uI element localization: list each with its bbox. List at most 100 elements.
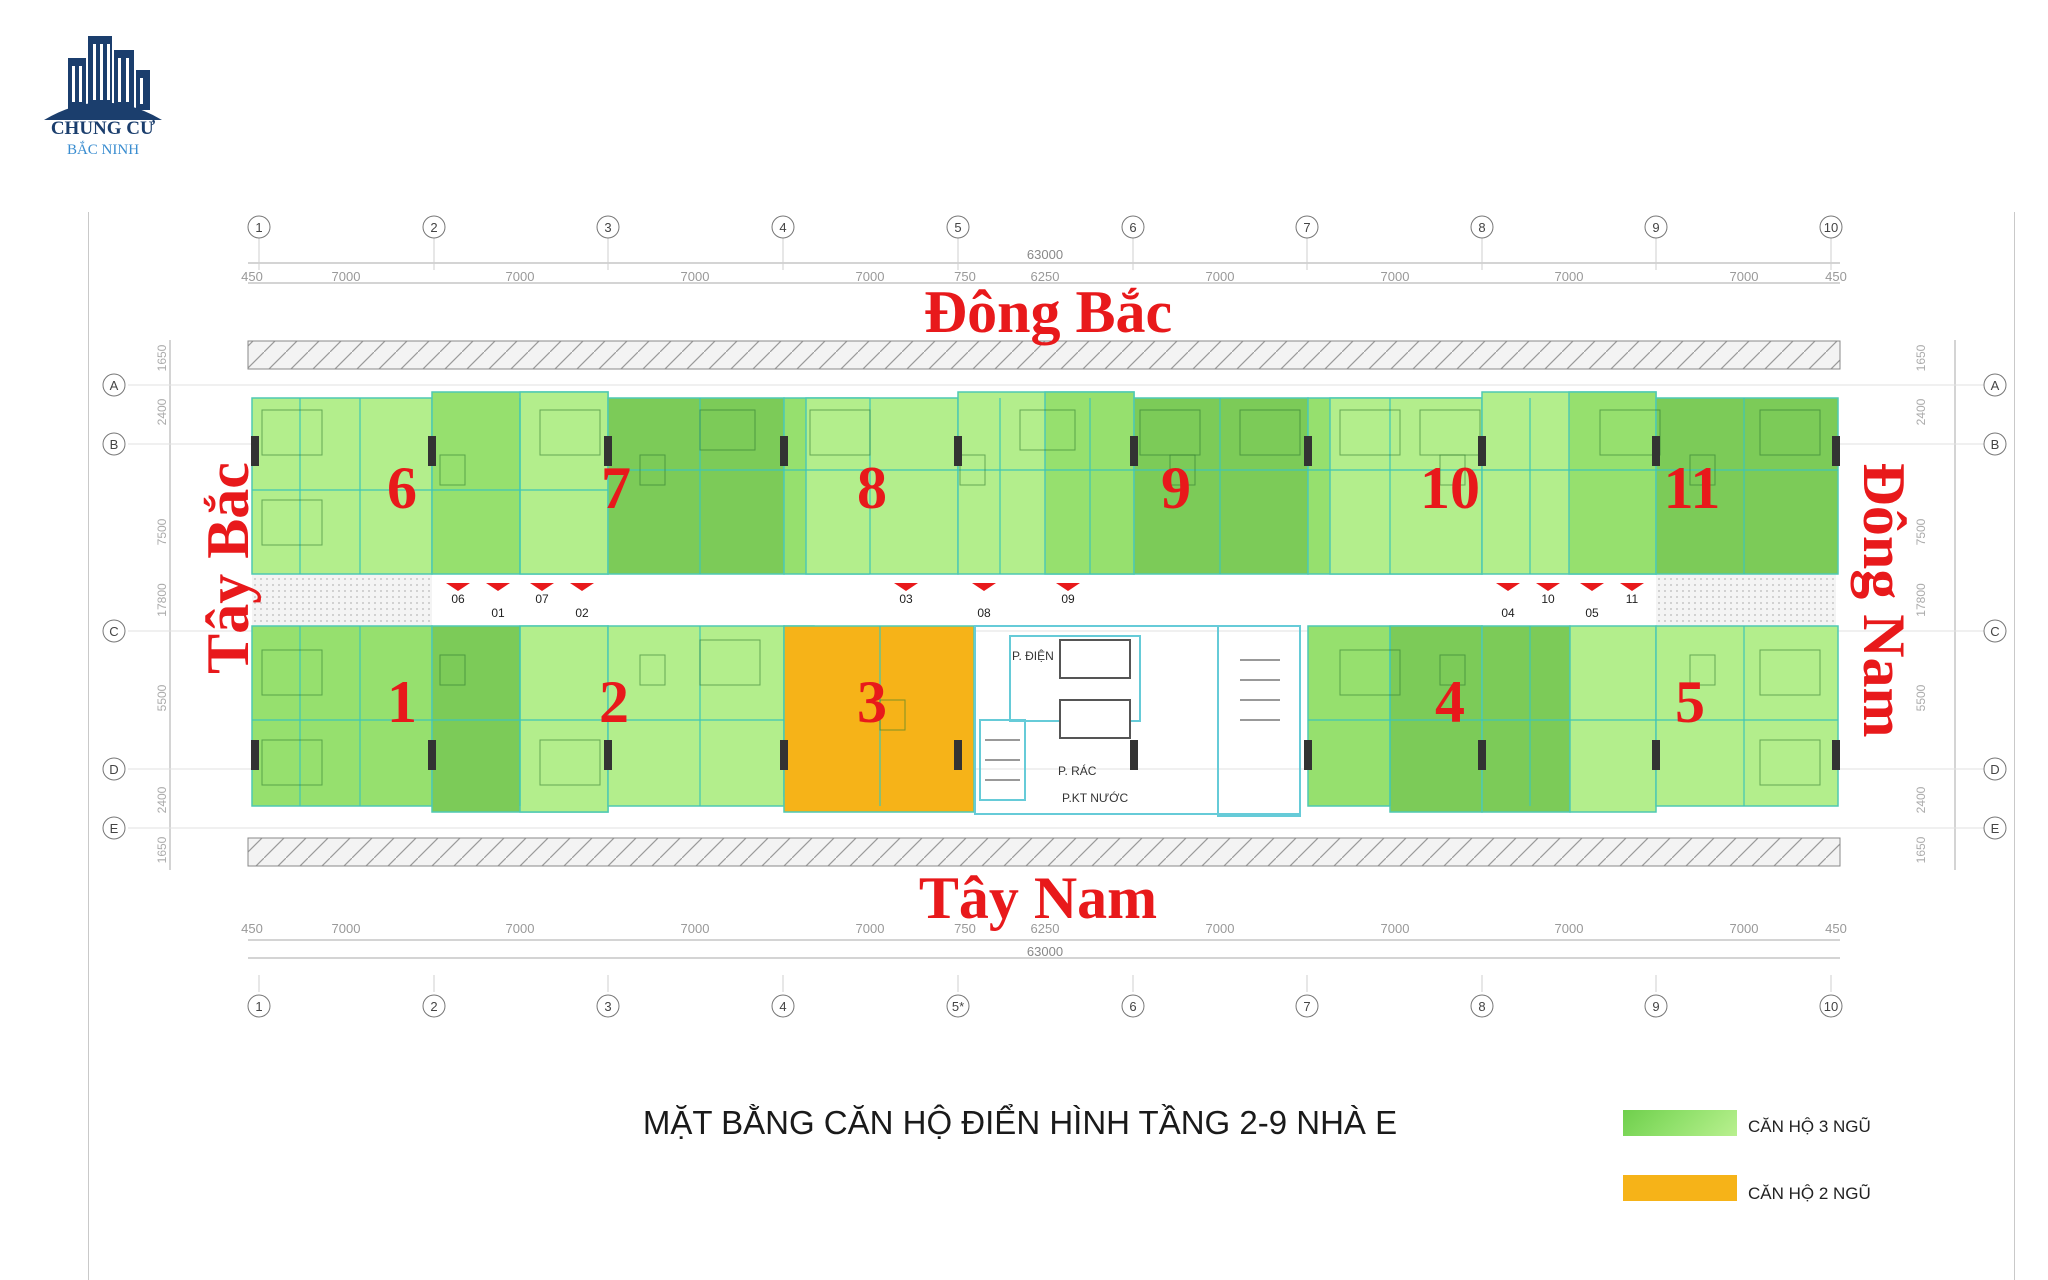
grid-row-label: C	[1990, 624, 1999, 639]
furniture	[1019, 409, 1076, 451]
corridor-end-west	[252, 574, 432, 626]
plan-caption: MẶT BẰNG CĂN HỘ ĐIỂN HÌNH TẦNG 2-9 NHÀ E	[642, 1104, 1398, 1141]
grid-axis-label: 3	[604, 999, 611, 1014]
grid-axis-label: 1	[255, 220, 262, 235]
furniture	[539, 409, 601, 456]
grid-axis-bubble	[596, 994, 620, 1018]
grid-row-label: D	[109, 762, 118, 777]
grid-axis-bubble	[771, 215, 795, 239]
dim-side-segment: 2400	[1914, 786, 1928, 813]
furniture	[1339, 409, 1401, 456]
grid-axis-label: 2	[430, 999, 437, 1014]
unit-block	[1329, 397, 1483, 575]
grid-row-label: E	[1991, 821, 2000, 836]
grid-row-label: B	[1991, 437, 2000, 452]
room-water: P.KT NƯỚC	[1062, 790, 1128, 805]
unit-block	[1481, 625, 1571, 813]
building-logo-icon	[44, 36, 162, 120]
grid-axis-bubble	[247, 994, 271, 1018]
grid-row-bubble	[102, 619, 126, 643]
grid-axis-bubble	[1295, 994, 1319, 1018]
column-post	[1130, 740, 1138, 770]
dim-side-segment: 7500	[1914, 518, 1928, 545]
dim-bottom-segment: 7000	[856, 921, 885, 936]
unit-block	[607, 625, 785, 807]
column-post	[1478, 436, 1486, 466]
column-post	[780, 740, 788, 770]
grid-axis-label: 6	[1129, 220, 1136, 235]
grid-axis-label: 5*	[952, 999, 964, 1014]
furniture	[1439, 654, 1466, 686]
grid-axis-label: 8	[1478, 220, 1485, 235]
column-post	[604, 436, 612, 466]
furniture	[1599, 409, 1661, 456]
grid-axis-bubble	[596, 215, 620, 239]
direction-left: Tây Bắc	[195, 462, 261, 674]
dim-bottom-segment: 7000	[332, 921, 361, 936]
unit-block	[1568, 391, 1657, 575]
furniture	[1689, 454, 1716, 486]
door-tag: 07	[535, 592, 549, 606]
dim-side-segment: 7500	[155, 518, 169, 545]
door-tag: 02	[575, 606, 589, 620]
grid-axis-label: 4	[779, 999, 786, 1014]
column-post	[1130, 436, 1138, 466]
furniture	[879, 699, 906, 731]
column-post	[428, 436, 436, 466]
column-post	[954, 436, 962, 466]
grid-axis-label: 9	[1652, 220, 1659, 235]
grid-axis-label: 5	[954, 220, 961, 235]
dim-side-segment: 1650	[1914, 344, 1928, 371]
dim-bottom-segment: 450	[1825, 921, 1847, 936]
door-tag: 05	[1585, 606, 1599, 620]
dim-top-segment: 7000	[681, 269, 710, 284]
grid-row-bubble	[1983, 816, 2007, 840]
grid-row-label: B	[110, 437, 119, 452]
dim-side-segment: 5500	[1914, 684, 1928, 711]
grid-axis-label: 7	[1303, 220, 1310, 235]
column-post	[1652, 436, 1660, 466]
grid-row-bubble	[102, 373, 126, 397]
furniture	[261, 409, 323, 456]
dim-top-segment: 450	[241, 269, 263, 284]
unit-number-2: 2	[599, 669, 629, 735]
door-arrow-icon	[570, 583, 594, 591]
grid-axis-label: 7	[1303, 999, 1310, 1014]
grid-axis-label: 8	[1478, 999, 1485, 1014]
grid-axis-bubble	[946, 215, 970, 239]
dim-top-segment: 7000	[1555, 269, 1584, 284]
unit-block	[519, 625, 609, 813]
grid-axis-label: 2	[430, 220, 437, 235]
grid-row-label: E	[110, 821, 119, 836]
dim-bottom-segment: 450	[241, 921, 263, 936]
unit-number-9: 9	[1161, 455, 1191, 521]
apartment-units	[251, 391, 1840, 813]
unit-block	[251, 625, 433, 807]
unit-number-3: 3	[857, 669, 887, 735]
grid-axis-label: 3	[604, 220, 611, 235]
building-core	[974, 625, 1301, 817]
unit-block	[1655, 625, 1839, 807]
column-post	[1478, 740, 1486, 770]
dim-side-segment: 17800	[1914, 583, 1928, 617]
dim-top-segment: 7000	[1381, 269, 1410, 284]
furniture	[809, 409, 871, 456]
unit-block	[805, 397, 959, 575]
dimension-lines	[169, 262, 1956, 959]
door-arrow-icon	[1620, 583, 1644, 591]
furniture	[539, 739, 601, 786]
door-arrow-icon	[446, 583, 470, 591]
grid-axis-bubble	[1819, 215, 1843, 239]
direction-bottom: Tây Nam	[919, 865, 1157, 931]
door-arrow-icon	[894, 583, 918, 591]
dim-bottom-segment: 750	[954, 921, 976, 936]
unit-block	[1133, 397, 1309, 575]
grid-axis-bubble	[1295, 215, 1319, 239]
grid-axis-bubble	[1644, 994, 1668, 1018]
unit-number-6: 6	[387, 455, 417, 521]
unit-block	[607, 397, 785, 575]
furniture	[1689, 654, 1716, 686]
door-tag: 06	[451, 592, 465, 606]
